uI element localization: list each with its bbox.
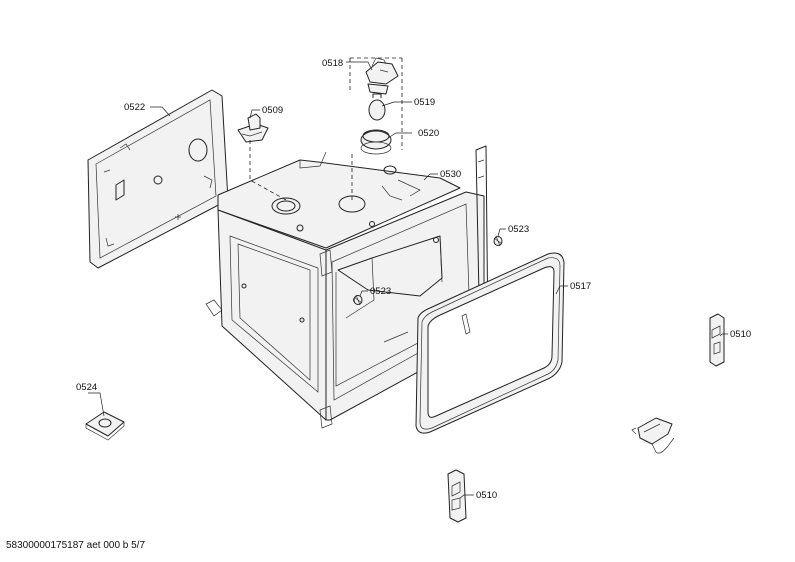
pad-part xyxy=(85,411,125,441)
lamp-cover-ring-part xyxy=(360,129,392,155)
document-id: 58300000175187 aet 000 b 5/7 xyxy=(6,540,146,551)
callout-0518: 0518 xyxy=(322,58,343,69)
hinge-bracket-part-a xyxy=(709,313,725,367)
callout-0520: 0520 xyxy=(418,128,439,139)
callout-0530: 0530 xyxy=(440,169,461,180)
screw-part-a xyxy=(493,235,503,247)
screw-part-b xyxy=(353,294,363,306)
callout-0510-bottom: 0510 xyxy=(476,490,497,501)
callout-0522: 0522 xyxy=(124,102,145,113)
leader-lines xyxy=(88,61,728,499)
callout-0523-left: 0523 xyxy=(370,286,391,297)
callout-0517: 0517 xyxy=(570,281,591,292)
callout-0523-right: 0523 xyxy=(508,224,529,235)
knob-part xyxy=(237,113,269,143)
callout-0509: 0509 xyxy=(262,105,283,116)
hinge-bracket-part-b xyxy=(447,469,467,523)
callout-0524: 0524 xyxy=(76,382,97,393)
lamp-holder-part xyxy=(365,57,399,95)
rear-panel-part xyxy=(87,89,229,269)
door-seal-part xyxy=(415,252,565,434)
clip-part xyxy=(631,417,675,454)
lamp-bulb-part xyxy=(368,93,386,121)
oven-cavity-housing xyxy=(205,145,489,429)
callout-0510-right: 0510 xyxy=(730,329,751,340)
callout-0519: 0519 xyxy=(414,97,435,108)
